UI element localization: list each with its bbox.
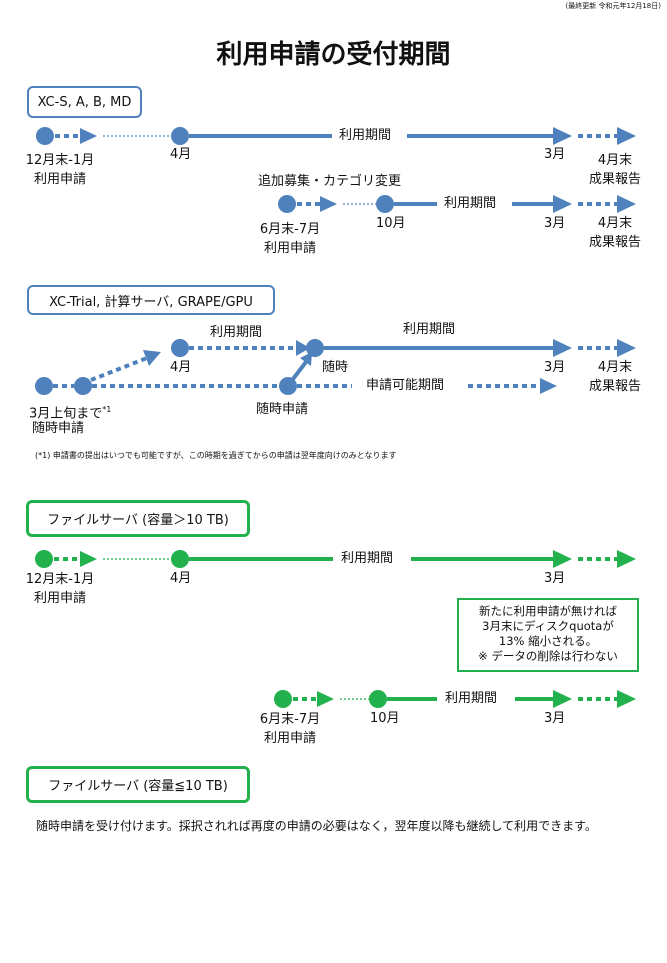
trial-report-label: 成果報告 bbox=[588, 379, 641, 394]
xcs-row1-usage-label: 利用期間 bbox=[339, 128, 392, 143]
file-row1-end-month: 3月 bbox=[544, 571, 566, 586]
file-row1-start-month: 4月 bbox=[170, 571, 192, 586]
xcs-row1-end-month: 3月 bbox=[544, 147, 566, 162]
last-updated: (最終更新 令和元年12月18日) bbox=[565, 2, 661, 10]
xcs-row2-apply-period: 6月末-7月 bbox=[259, 222, 321, 237]
xcs-row2-start-month: 10月 bbox=[376, 216, 406, 231]
file-row2-start-node bbox=[369, 690, 387, 708]
xcs-row2-start-node bbox=[376, 195, 394, 213]
xcs-row2-timeline bbox=[278, 195, 636, 213]
trial-end-month: 3月 bbox=[544, 360, 566, 375]
file-row2-apply-node bbox=[274, 690, 292, 708]
file-row1-usage-label: 利用期間 bbox=[341, 551, 394, 566]
trial-start-month: 4月 bbox=[170, 360, 192, 375]
quota-notice-line3: 13% 縮小される。 bbox=[498, 634, 598, 648]
trial-anytime-apply-node bbox=[279, 377, 297, 395]
trial-usage-right-label: 利用期間 bbox=[403, 322, 456, 337]
xcs-row1-apply-label: 利用申請 bbox=[33, 172, 86, 187]
trial-start-node bbox=[171, 339, 189, 357]
quota-notice: 新たに利用申請が無ければ 3月末にディスクquotaが 13% 縮小される。 ※… bbox=[457, 598, 639, 672]
xcs-row1-report-arrow bbox=[617, 127, 636, 145]
file-row1-apply-node bbox=[35, 550, 53, 568]
trial-report-month: 4月末 bbox=[597, 360, 633, 375]
file-row2-apply-period: 6月末-7月 bbox=[259, 712, 321, 727]
trial-category-box: XC-Trial, 計算サーバ, GRAPE/GPU bbox=[27, 285, 275, 315]
xcs-category-label: XC-S, A, B, MD bbox=[37, 94, 132, 110]
quota-notice-line2: 3月末にディスクquotaが bbox=[482, 619, 614, 633]
file-row1-apply-label: 利用申請 bbox=[33, 591, 86, 606]
file-row1-apply-period: 12月末-1月 bbox=[25, 572, 95, 587]
trial-anytime-label: 随時 bbox=[322, 360, 349, 375]
file-row2-start-month: 10月 bbox=[370, 711, 400, 726]
xcs-row1-end-arrow bbox=[553, 127, 572, 145]
trial-footnote: (*1) 申請書の提出はいつでも可能ですが、この時期を過ぎてからの申請は翌年度向… bbox=[35, 451, 397, 460]
trial-apply-until-text: 3月上旬まで bbox=[29, 406, 103, 422]
file-large-row2-timeline bbox=[274, 690, 636, 708]
xcs-row2-apply-node bbox=[278, 195, 296, 213]
trial-anytime-apply-label: 随時申請 bbox=[256, 402, 309, 417]
xcs-row2-usage-label: 利用期間 bbox=[444, 196, 497, 211]
trial-apply-possible-label: 申請可能期間 bbox=[366, 378, 445, 393]
xcs-row1-timeline bbox=[36, 127, 636, 145]
xcs-row1-report-month: 4月末 bbox=[597, 153, 633, 168]
file-row2-apply-label: 利用申請 bbox=[263, 731, 316, 746]
xcs-row2-apply-label: 利用申請 bbox=[263, 241, 316, 256]
trial-footnote-mark: *1 bbox=[102, 405, 112, 414]
trial-apply-node bbox=[35, 377, 53, 395]
file-large-row1-timeline bbox=[35, 550, 636, 568]
trial-anytime-node bbox=[306, 339, 324, 357]
quota-notice-line4: ※ データの削除は行わない bbox=[478, 649, 618, 663]
trial-usage-left-label: 利用期間 bbox=[210, 325, 263, 340]
trial-apply-label: 随時申請 bbox=[32, 421, 85, 436]
trial-apply-end-node bbox=[74, 377, 92, 395]
xcs-row2-caption: 追加募集・カテゴリ変更 bbox=[258, 174, 402, 189]
trial-timeline bbox=[35, 339, 636, 395]
xcs-row1-report-label: 成果報告 bbox=[588, 172, 641, 187]
trial-category-label: XC-Trial, 計算サーバ, GRAPE/GPU bbox=[49, 294, 253, 310]
file-small-description: 随時申請を受け付けます。採択されれば再度の申請の必要はなく，翌年度以降も継続して… bbox=[36, 819, 597, 833]
xcs-row1-start-month: 4月 bbox=[170, 147, 192, 162]
xcs-row2-report-label: 成果報告 bbox=[588, 235, 641, 250]
quota-notice-line1: 新たに利用申請が無ければ bbox=[479, 604, 617, 618]
file-small-category-box: ファイルサーバ (容量≦10 TB) bbox=[26, 766, 250, 803]
xcs-row1-apply-period: 12月末-1月 bbox=[25, 153, 95, 168]
trial-apply-until: 3月上旬まで*1 bbox=[29, 402, 111, 422]
xcs-row2-end-month: 3月 bbox=[544, 216, 566, 231]
file-large-category-label: ファイルサーバ (容量＞10 TB) bbox=[47, 513, 229, 528]
file-row2-usage-label: 利用期間 bbox=[445, 691, 498, 706]
xcs-row1-start-node bbox=[171, 127, 189, 145]
file-small-category-label: ファイルサーバ (容量≦10 TB) bbox=[48, 779, 228, 794]
xcs-row1-apply-arrow bbox=[80, 128, 97, 144]
xcs-row1-apply-node bbox=[36, 127, 54, 145]
page-title: 利用申請の受付期間 bbox=[216, 40, 451, 70]
xcs-row2-report-month: 4月末 bbox=[597, 216, 633, 231]
file-large-category-box: ファイルサーバ (容量＞10 TB) bbox=[26, 500, 250, 537]
file-row1-start-node bbox=[171, 550, 189, 568]
xcs-category-box: XC-S, A, B, MD bbox=[27, 86, 142, 118]
file-row2-end-month: 3月 bbox=[544, 711, 566, 726]
